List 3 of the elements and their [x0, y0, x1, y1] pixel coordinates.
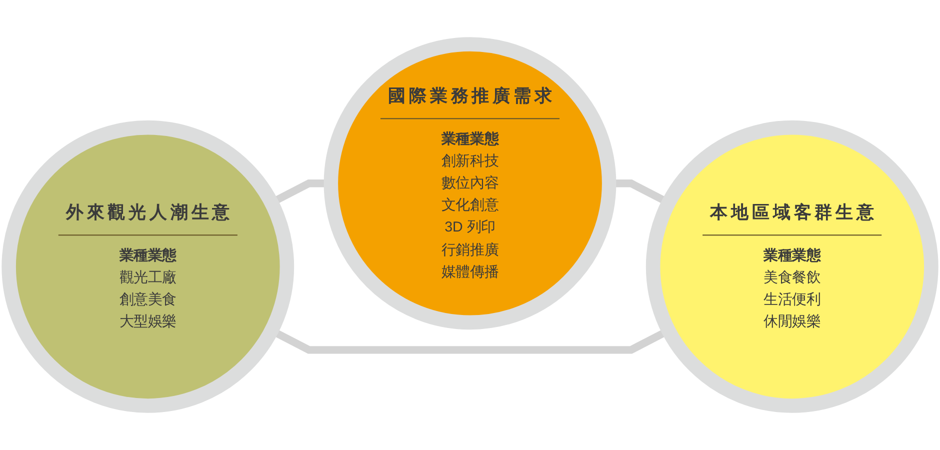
node-circle: 本地區域客群生意 業種業態 美食餐飲 生活便利 休閒娛樂	[646, 120, 938, 413]
node-circle: 國際業務推廣需求 業種業態 創新科技 數位內容 文化創意 3D 列印 行銷推廣 媒體傳播	[324, 37, 616, 330]
node-circle: 外來觀光人潮生意 業種業態 觀光工廠 創意美食 大型娛樂	[2, 120, 294, 413]
